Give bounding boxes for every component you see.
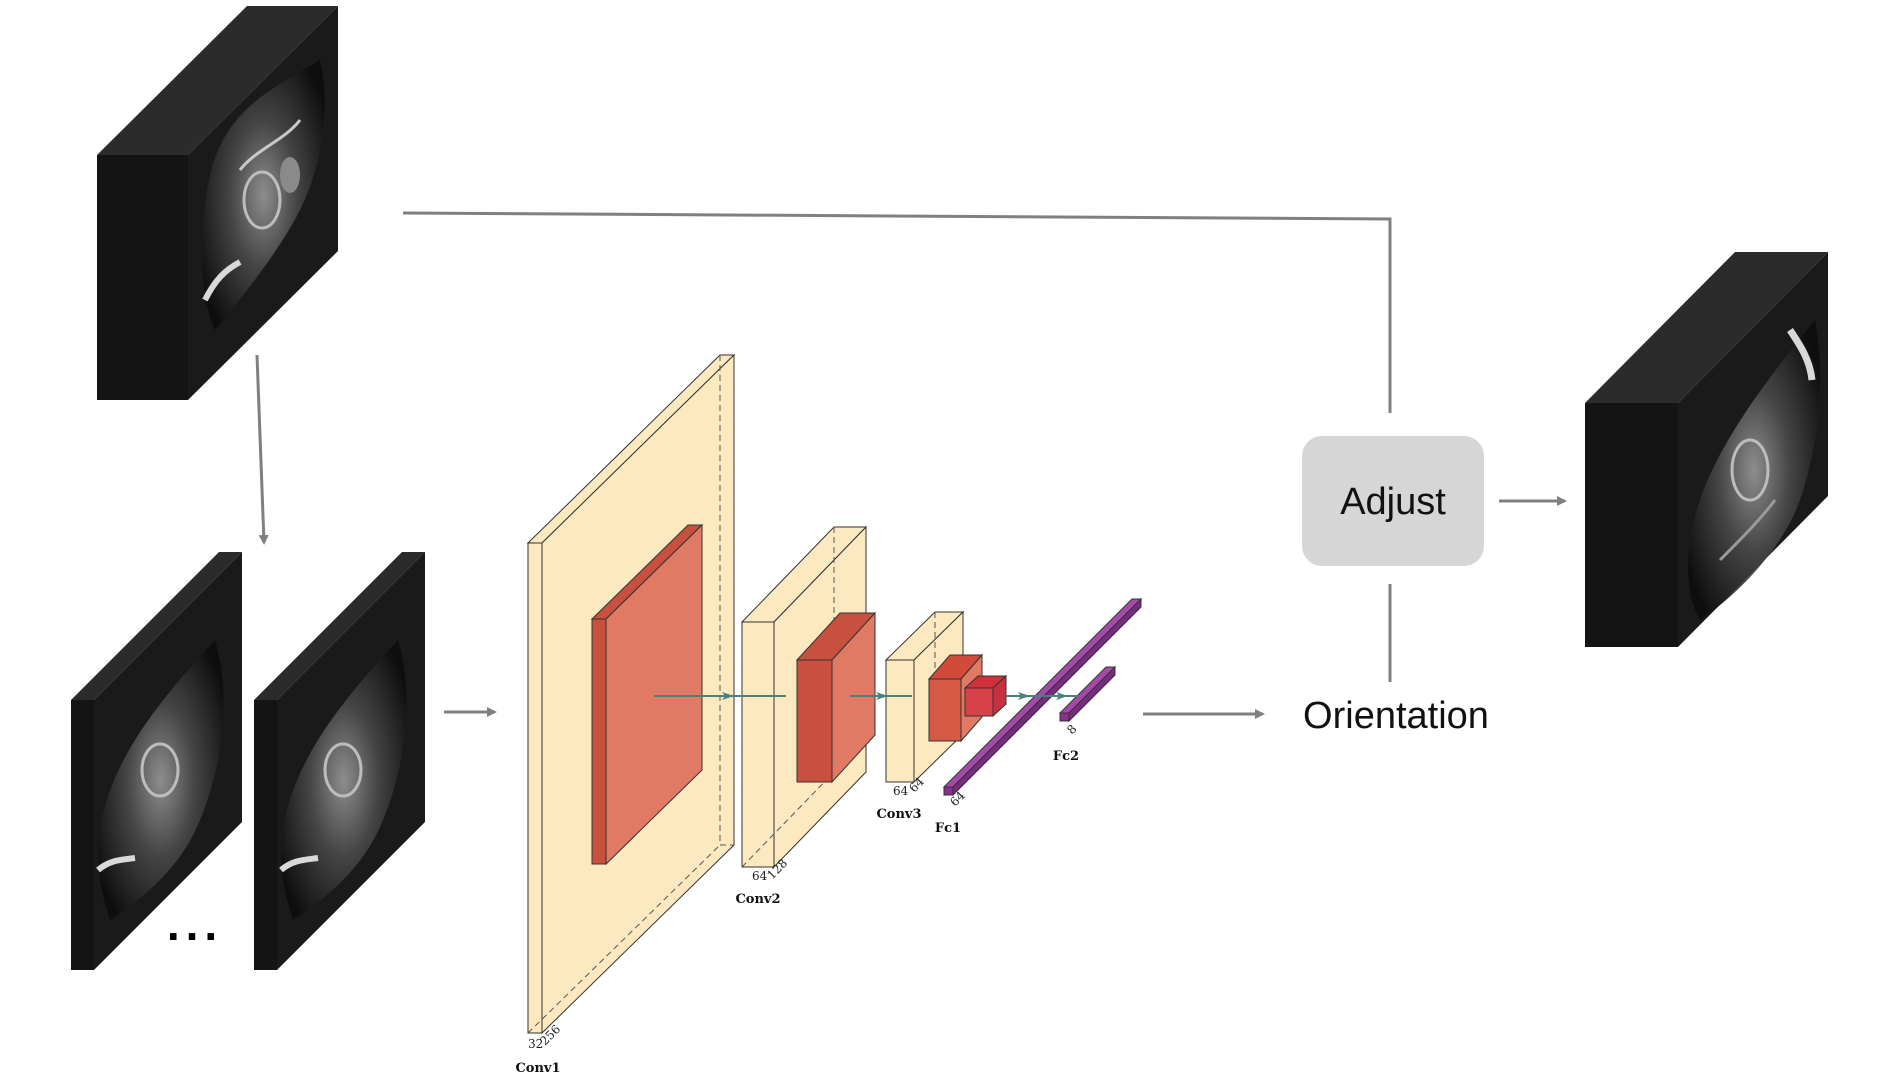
input-volume (97, 6, 338, 400)
fc2-block (1058, 665, 1117, 723)
pool4-block (963, 674, 1008, 718)
down-arrow (255, 354, 269, 545)
adjust-label: Adjust (1340, 481, 1446, 523)
input-volume-front (97, 155, 188, 400)
pool2-block (795, 611, 877, 784)
fc2-dim: 8 (1064, 722, 1079, 737)
conv1-label: Conv1 (515, 1061, 560, 1075)
slice-right (254, 552, 425, 970)
input-volume-top (97, 6, 338, 155)
ellipsis-label: ... (167, 898, 223, 950)
output-mri-slice (1688, 320, 1820, 620)
fc1-label: Fc1 (935, 821, 961, 836)
conv3-dim-a: 64 (893, 784, 909, 798)
skip-connection-line (402, 211, 1392, 413)
slice-left (71, 552, 242, 970)
slice-left-mri (96, 640, 224, 920)
output-volume (1585, 252, 1828, 647)
conv2-dim-a: 64 (752, 869, 768, 883)
pool1-block (590, 523, 704, 866)
conv1-dim-a: 32 (528, 1037, 543, 1051)
input-mri-slice (202, 60, 325, 330)
fc2-label: Fc2 (1053, 749, 1079, 764)
conv3-label: Conv3 (876, 807, 921, 822)
slice-right-mri (279, 640, 407, 920)
conv2-label: Conv2 (735, 892, 780, 907)
orientation-label: Orientation (1303, 695, 1489, 737)
adjust-box: Adjust (1302, 436, 1484, 566)
